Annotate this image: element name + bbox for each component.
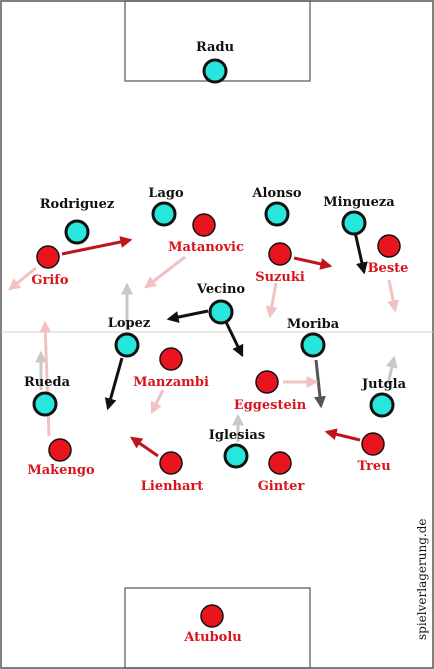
player-marker <box>151 201 177 227</box>
player-suzuki: Suzuki <box>255 242 305 285</box>
arrow-manzambi-drop <box>150 389 165 415</box>
player-marker <box>48 438 72 462</box>
player-marker <box>255 370 279 394</box>
player-marker <box>32 391 58 417</box>
player-mingueza: Mingueza <box>323 195 395 236</box>
arrow-grifo-drop <box>8 266 37 291</box>
player-marker <box>264 201 290 227</box>
player-label: Vecino <box>196 282 245 297</box>
player-label: Radu <box>196 40 234 55</box>
movement-arrows <box>8 231 400 458</box>
player-marker <box>200 604 224 628</box>
player-label: Beste <box>368 261 409 276</box>
player-label: Manzambi <box>133 375 209 390</box>
player-label: Lago <box>148 186 184 201</box>
arrow-matanovic-drop <box>144 255 186 289</box>
player-marker <box>159 347 183 371</box>
player-label: Treu <box>357 459 390 474</box>
arrow-vecino-down <box>224 321 244 358</box>
arrow-moriba-down <box>313 359 326 409</box>
player-ginter: Ginter <box>258 451 305 494</box>
player-label: Eggestein <box>234 398 307 413</box>
arrow-mingueza-down <box>353 231 368 275</box>
player-label: Iglesias <box>209 428 265 443</box>
player-label: Moriba <box>287 317 340 332</box>
arrow-vecino-left <box>166 309 209 323</box>
player-label: Mingueza <box>323 195 395 210</box>
player-label: Ginter <box>258 479 305 494</box>
watermark-text: spielverlagerung.de <box>415 519 429 640</box>
player-manzambi: Manzambi <box>133 347 209 390</box>
player-label: Atubolu <box>183 630 241 645</box>
player-marker <box>268 451 292 475</box>
player-label: Lienhart <box>141 479 204 494</box>
player-label: Matanovic <box>168 240 244 255</box>
player-marker <box>114 332 140 358</box>
player-marker <box>268 242 292 266</box>
player-rueda: Rueda <box>24 375 71 417</box>
player-marker <box>341 210 367 236</box>
blue-team: Radu Rodriguez Lago Alonso Mingueza Veci… <box>24 40 407 469</box>
player-rodriguez: Rodriguez <box>40 197 115 245</box>
player-makengo: Makengo <box>27 438 95 478</box>
player-label: Alonso <box>251 186 301 201</box>
player-label: Makengo <box>27 463 95 478</box>
player-lopez: Lopez <box>108 316 151 358</box>
player-treu: Treu <box>357 432 391 474</box>
bottom-penalty-box <box>124 587 311 669</box>
player-marker <box>369 392 395 418</box>
arrow-grifo-run <box>61 236 133 256</box>
player-label: Suzuki <box>255 270 305 285</box>
player-marker <box>64 219 90 245</box>
player-marker <box>36 245 60 269</box>
player-marker <box>377 234 401 258</box>
player-label: Lopez <box>108 316 151 331</box>
player-atubolu: Atubolu <box>183 604 242 645</box>
player-label: Rodriguez <box>40 197 115 212</box>
player-moriba: Moriba <box>287 317 340 358</box>
player-lienhart: Lienhart <box>141 451 204 494</box>
arrow-suzuki-drop <box>265 282 278 319</box>
red-team: Grifo Matanovic Suzuki Beste Manzambi Eg… <box>27 213 409 645</box>
player-marker <box>300 332 326 358</box>
player-alonso: Alonso <box>251 186 302 227</box>
player-marker <box>159 451 183 475</box>
player-matanovic: Matanovic <box>168 213 244 255</box>
player-radu: Radu <box>196 40 234 84</box>
player-grifo: Grifo <box>31 245 69 288</box>
arrow-treu-run <box>324 428 361 442</box>
player-label: Rueda <box>24 375 71 390</box>
player-marker <box>223 443 249 469</box>
player-label: Jutgla <box>361 377 407 392</box>
player-marker <box>202 58 228 84</box>
player-marker <box>192 213 216 237</box>
player-beste: Beste <box>368 234 409 276</box>
arrow-makengo-up <box>39 320 52 437</box>
arrow-suzuki-run <box>293 256 333 270</box>
arrow-beste-drop <box>387 279 400 313</box>
arrow-jutgla-up <box>385 355 398 385</box>
arrow-lienhart-run <box>130 436 159 458</box>
player-label: Grifo <box>31 273 68 288</box>
arrow-lopez-down <box>104 357 124 411</box>
player-iglesias: Iglesias <box>209 428 265 469</box>
player-vecino: Vecino <box>196 282 245 325</box>
player-lago: Lago <box>148 186 184 227</box>
player-eggestein: Eggestein <box>234 370 307 413</box>
player-marker <box>208 299 234 325</box>
player-jutgla: Jutgla <box>361 377 407 418</box>
player-marker <box>361 432 385 456</box>
